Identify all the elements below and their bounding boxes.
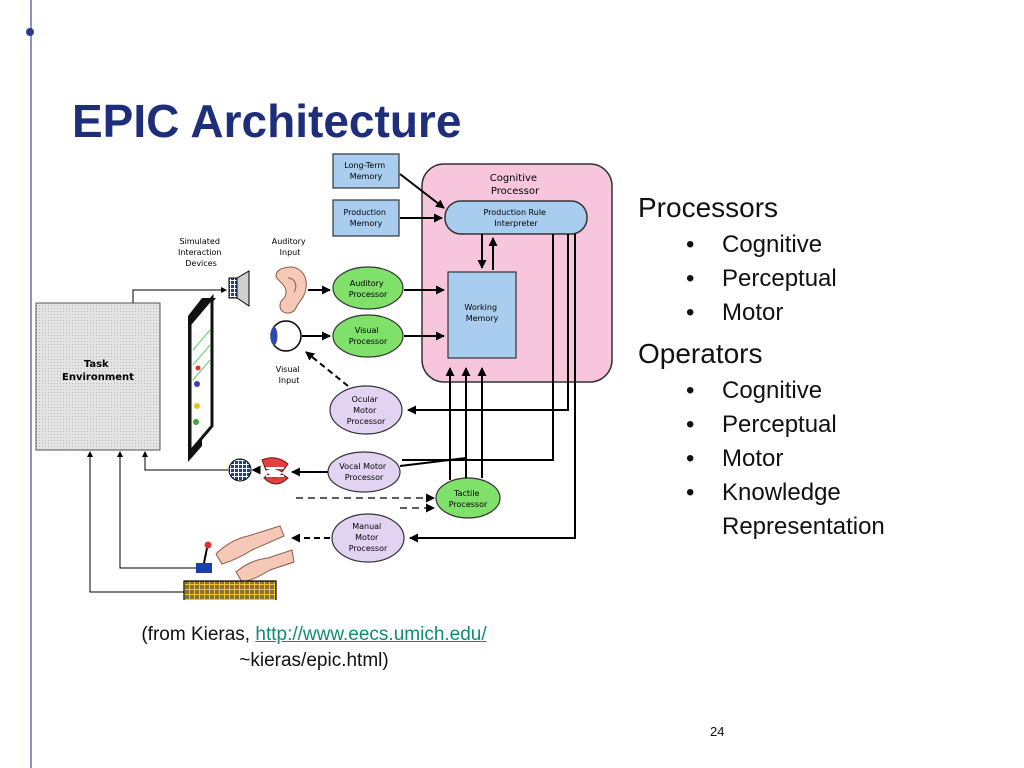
caption-prefix: (from Kieras, — [141, 624, 256, 645]
long-term-memory-label: Long-Term Memory — [344, 161, 387, 181]
joystick-to-env-line — [117, 451, 196, 569]
left-rule — [30, 0, 32, 768]
manual-motor-processor-label: Manual Motor Processor — [349, 522, 388, 553]
list-item: Cognitive — [686, 374, 885, 408]
visual-processor-label-line2: Processor — [349, 337, 388, 346]
visual-processor — [332, 314, 404, 358]
task-environment-label-line2: Environment — [62, 372, 134, 383]
bullet-panel: Processors Cognitive Perceptual Motor Op… — [638, 190, 885, 544]
simulated-devices-label: Simulated Interaction Devices — [178, 237, 224, 268]
ocular-motor-processor-label: Ocular Motor Processor — [347, 395, 386, 426]
visual-processor-label: Visual Processor — [349, 326, 388, 346]
tactile-processor — [435, 477, 501, 519]
list-item: Perceptual — [686, 408, 885, 442]
tactile-to-wm-lines — [399, 367, 487, 480]
section-heading-processors: Processors — [638, 192, 779, 223]
env-to-speaker-line — [132, 287, 227, 303]
ltm-arrow — [399, 173, 445, 209]
auditory-input-label: Auditory Input — [272, 237, 308, 257]
keyboard-to-env-line — [87, 451, 184, 593]
working-memory-label: Working Memory — [464, 303, 499, 323]
auditory-input-label-line1: Auditory — [272, 237, 306, 246]
ocular-to-eye-dashed-arrow — [305, 351, 349, 387]
display-screen-icon — [188, 293, 216, 462]
vocal-motor-processor-label: Vocal Motor Processor — [339, 462, 388, 482]
list-item: Perceptual — [686, 262, 885, 296]
cognitive-processor-label-line1: Cognitive — [490, 173, 537, 184]
task-environment — [35, 302, 161, 451]
task-environment-label-line1: Task — [84, 359, 109, 370]
working-memory-label-line2: Memory — [466, 314, 499, 323]
manual-motor-processor-label-line1: Manual — [352, 522, 381, 531]
list-item-line: Knowledge — [722, 479, 841, 506]
cognitive-processor-label: Cognitive Processor — [490, 173, 541, 197]
tactile-processor-label: Tactile Processor — [449, 489, 488, 509]
tactile-processor-label-line2: Processor — [449, 500, 488, 509]
section-heading-operators: Operators — [638, 338, 763, 369]
visual-input-label-line2: Input — [279, 376, 300, 385]
production-memory — [332, 199, 400, 237]
ocular-motor-processor-label-line2: Motor — [353, 406, 377, 415]
long-term-memory-label-line2: Memory — [350, 172, 383, 181]
manual-motor-processor — [331, 513, 405, 563]
manual-motor-processor-label-line3: Processor — [349, 544, 388, 553]
cognitive-processor-label-line2: Processor — [491, 186, 540, 197]
visual-input-label-line1: Visual — [276, 365, 300, 374]
production-memory-label-line1: Production — [343, 208, 386, 217]
list-item: Motor — [686, 442, 885, 476]
production-rule-interpreter-label-line2: Interpreter — [494, 219, 538, 228]
keyboard-icon — [183, 580, 277, 600]
long-term-memory — [332, 153, 400, 189]
list-item: Cognitive — [686, 228, 885, 262]
working-memory — [447, 271, 517, 359]
eye-icon — [270, 320, 302, 352]
production-rule-interpreter — [444, 200, 588, 235]
epic-architecture-diagram: Cognitive Processor Production Rule Inte… — [35, 153, 613, 600]
processors-list: Cognitive Perceptual Motor — [686, 228, 885, 330]
visual-input-label: Visual Input — [276, 365, 302, 385]
source-caption: (from Kieras, http://www.eecs.umich.edu/… — [64, 622, 564, 674]
ear-icon — [275, 266, 307, 314]
tactile-processor-label-line1: Tactile — [453, 489, 479, 498]
ocular-motor-processor-label-line1: Ocular — [352, 395, 379, 404]
corner-dot — [26, 28, 34, 36]
auditory-processor — [332, 266, 404, 310]
visual-processor-label-line1: Visual — [355, 326, 379, 335]
simulated-devices-label-line3: Devices — [185, 259, 217, 268]
production-rule-interpreter-label: Production Rule Interpreter — [483, 208, 548, 228]
list-item: Motor — [686, 296, 885, 330]
vocal-motor-processor-label-line2: Processor — [345, 473, 384, 482]
production-memory-label-line2: Memory — [350, 219, 383, 228]
working-memory-label-line1: Working — [464, 303, 497, 312]
slide-number: 24 — [710, 724, 725, 739]
production-memory-label: Production Memory — [343, 208, 388, 228]
auditory-processor-label-line1: Auditory — [350, 279, 384, 288]
vocal-motor-processor-label-line1: Vocal Motor — [339, 462, 387, 471]
task-environment-label: Task Environment — [62, 359, 134, 383]
joystick-icon — [196, 541, 212, 573]
ocular-motor-processor — [329, 385, 403, 435]
speaker-icon — [228, 270, 250, 307]
simulated-devices-label-line2: Interaction — [178, 248, 221, 257]
slide-title: EPIC Architecture — [72, 95, 462, 147]
vocal-motor-processor — [327, 451, 401, 493]
production-rule-interpreter-label-line1: Production Rule — [483, 208, 546, 217]
ocular-motor-processor-label-line3: Processor — [347, 417, 386, 426]
long-term-memory-label-line1: Long-Term — [344, 161, 385, 170]
mouth-icon — [261, 457, 289, 485]
auditory-processor-label: Auditory Processor — [349, 279, 388, 299]
list-item-line: Representation — [722, 513, 885, 540]
operators-list: Cognitive Perceptual Motor Knowledge Rep… — [686, 374, 885, 544]
source-link[interactable]: http://www.eecs.umich.edu/ — [255, 624, 487, 645]
list-item-knowledge-representation: Knowledge Representation — [686, 476, 885, 544]
hands-icon — [215, 525, 295, 583]
caption-suffix: ~kieras/epic.html) — [239, 650, 389, 671]
auditory-processor-label-line2: Processor — [349, 290, 388, 299]
microphone-icon — [228, 458, 252, 482]
mic-to-env-line — [142, 451, 228, 471]
auditory-input-label-line2: Input — [280, 248, 301, 257]
manual-motor-processor-label-line2: Motor — [355, 533, 379, 542]
simulated-devices-label-line1: Simulated — [180, 237, 220, 246]
